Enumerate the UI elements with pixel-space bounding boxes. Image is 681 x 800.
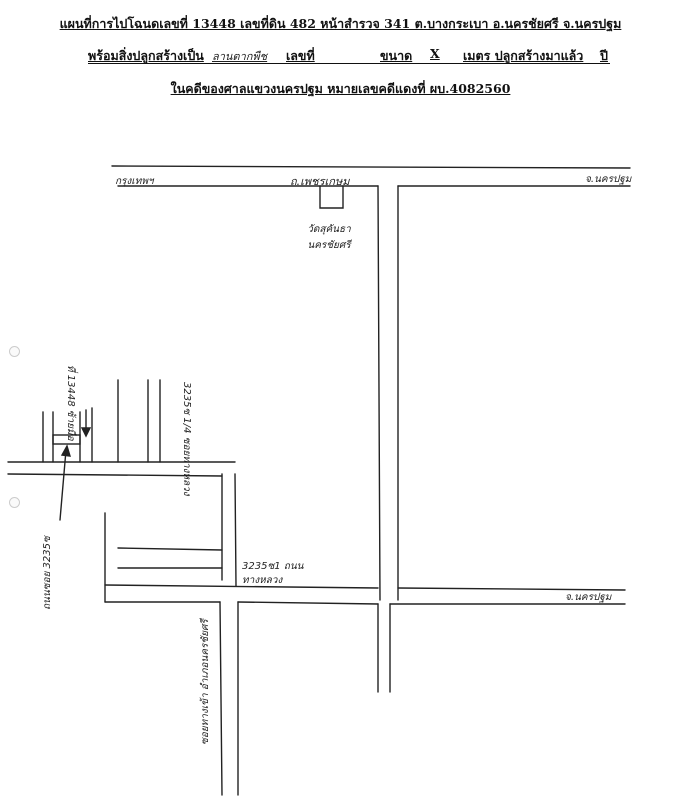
header-line-2-year: ปี <box>600 48 608 63</box>
vertical-road-left-edge-upper <box>377 185 381 601</box>
label-soi-left: 3235ซ 1/4 ซอยทางหลวง <box>181 382 192 496</box>
header-line-3: ในคดีของศาลแขวงนครปฐม หมายเลขคดีแดงที่ ผ… <box>170 81 511 96</box>
bottom-soi-left-edge <box>219 601 223 796</box>
main-road-upper-edge <box>111 165 631 169</box>
header-line-2-x: X <box>430 46 440 61</box>
label-arrow-line <box>59 449 67 521</box>
label-nakhon-pathom-top: จ.นครปฐม <box>585 174 632 185</box>
header-line-2-handwritten-use: ลานตากพืช <box>212 50 268 63</box>
left-road-lower-edge <box>7 473 223 477</box>
middle-soi-right-edge <box>234 473 237 587</box>
header-line-2-size-label: ขนาด <box>380 48 413 63</box>
header-line-2-prefix: พร้อมสิ่งปลูกสร้างเป็น <box>88 48 204 63</box>
landmark-building <box>319 185 344 209</box>
label-arrow-road: ถนนซอย 3235ซ <box>42 536 53 610</box>
label-soi-main: 3235ซ1 ถนนทางหลวง <box>242 561 304 586</box>
header-line-2-underline <box>88 63 610 64</box>
punch-hole-bottom <box>9 497 20 508</box>
target-parcel <box>52 434 81 445</box>
label-arrow-head <box>60 444 71 457</box>
parcel-arrow-head <box>80 427 92 438</box>
lower-road-upper-edge-right <box>397 587 626 591</box>
sub-road-line-1 <box>117 547 223 551</box>
label-parcel: ที่ 13448 ซ้ายมือ <box>65 365 76 441</box>
header-line-2-number-label: เลขที่ <box>286 48 315 63</box>
label-landmark: วัดสุคันธา นครชัยศรี <box>307 224 351 251</box>
label-nakhon-pathom-bottom: จ.นครปฐม <box>565 592 612 603</box>
lower-road-lower-edge-mid <box>237 601 379 605</box>
label-bottom-vertical: ซอยทางเข้า อำเภอนครชัยศรี <box>200 619 211 745</box>
lower-road-upper-edge-left <box>104 584 379 589</box>
label-main-road: ถ.เพชรเกษม <box>290 175 350 188</box>
header-line-2-built: เมตร ปลูกสร้างมาแล้ว <box>463 48 584 63</box>
punch-hole-top <box>9 346 20 357</box>
header-line-1: แผนที่การไปโฉนดเลขที่ 13448 เลขที่ดิน 48… <box>59 16 622 31</box>
label-bangkok: กรุงเทพฯ <box>115 176 154 187</box>
